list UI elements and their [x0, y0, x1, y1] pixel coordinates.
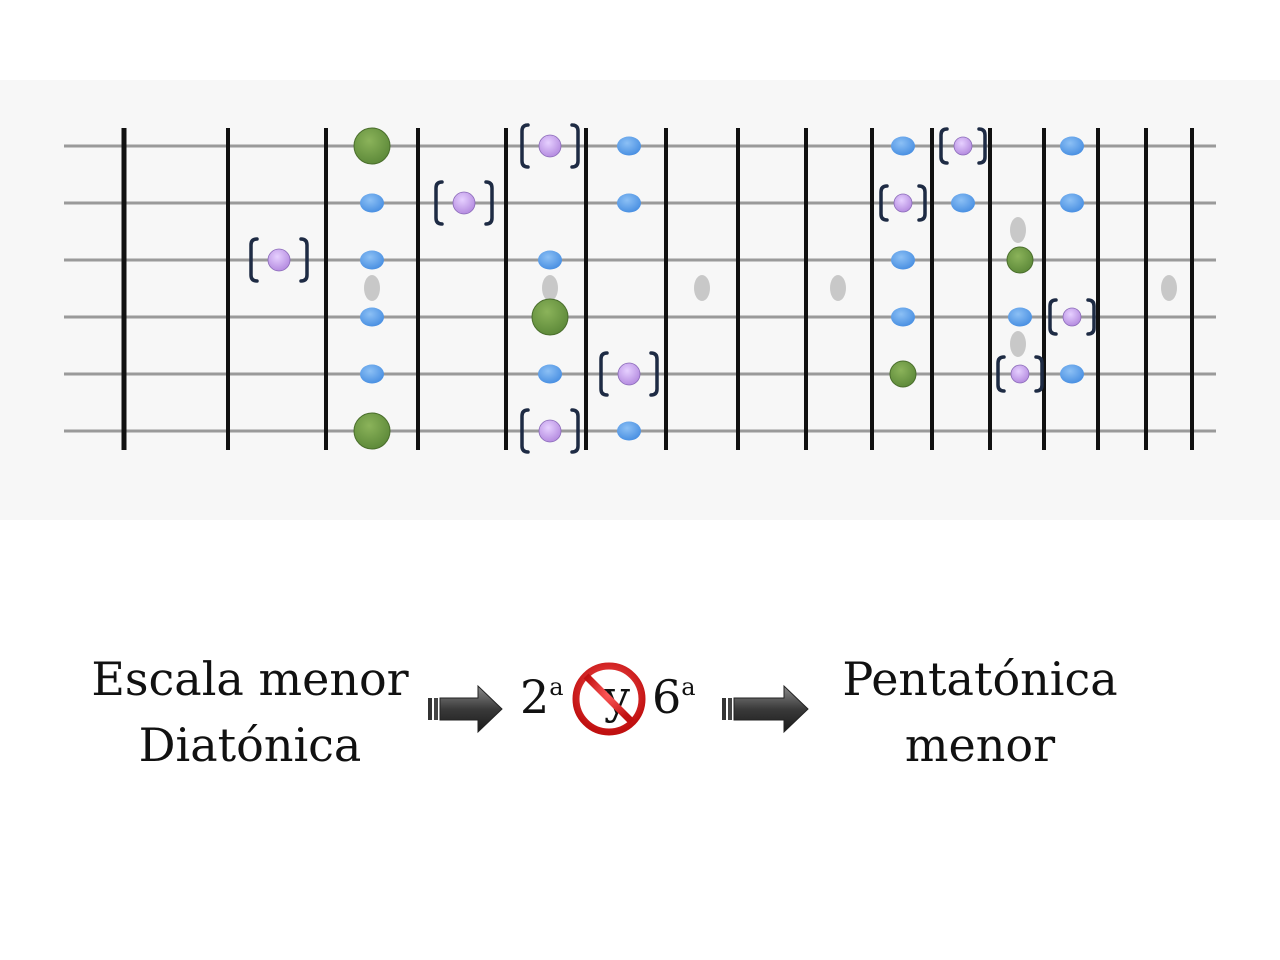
bracket-left	[434, 180, 444, 226]
bracket-right	[484, 180, 494, 226]
bracket-right	[570, 408, 580, 454]
bracket-right	[917, 184, 927, 222]
bracket-left	[520, 123, 530, 169]
bracket-right	[299, 237, 309, 283]
bracket-left	[520, 408, 530, 454]
root-note-dot	[1006, 246, 1034, 274]
scale-note-dot	[360, 364, 384, 384]
degree-sixth-ordinal: a	[681, 673, 696, 701]
caption-right-line1: Pentatónica	[842, 652, 1118, 706]
caption-left-line2: Diatónica	[138, 718, 362, 772]
bracket-left	[996, 355, 1006, 393]
caption-left-line1: Escala menor	[91, 652, 409, 706]
caption-right-line2: menor	[904, 718, 1056, 772]
no-symbol-icon	[572, 662, 646, 736]
inlay-dot	[364, 275, 380, 301]
scale-note-dot	[1060, 364, 1084, 384]
degree-sixth: 6a	[652, 670, 696, 724]
bracket-right	[977, 127, 987, 165]
removed-note-dot	[617, 362, 641, 386]
bracket-right	[570, 123, 580, 169]
scale-note-dot	[360, 250, 384, 270]
bracket-left	[1048, 298, 1058, 336]
root-note-dot	[889, 360, 917, 388]
degree-second-number: 2	[520, 670, 550, 724]
removed-note-dot	[1010, 364, 1030, 384]
degree-second-ordinal: a	[549, 673, 564, 701]
inlay-dot	[1010, 217, 1026, 243]
removed-note-dot	[267, 248, 291, 272]
scale-note-dot	[891, 136, 915, 156]
inlay-dot	[1010, 331, 1026, 357]
root-note-dot	[531, 298, 569, 336]
scale-note-dot	[951, 193, 975, 213]
removed-note-dot	[953, 136, 973, 156]
bracket-left	[939, 127, 949, 165]
removed-note-dot	[538, 419, 562, 443]
scale-note-dot	[360, 193, 384, 213]
scale-note-dot	[891, 307, 915, 327]
scale-note-dot	[360, 307, 384, 327]
bracket-right	[649, 351, 659, 397]
removed-degrees-label: 2a y 6a	[520, 662, 720, 750]
scale-note-dot	[1060, 136, 1084, 156]
inlay-dot	[830, 275, 846, 301]
inlay-dot	[542, 275, 558, 301]
removed-note-dot	[452, 191, 476, 215]
inlay-dot	[1161, 275, 1177, 301]
right-arrow-icon	[428, 684, 503, 734]
caption-escala-menor-diatonica: Escala menor Diatónica	[70, 646, 430, 778]
scale-note-dot	[617, 136, 641, 156]
degree-second: 2a	[520, 670, 564, 724]
bracket-right	[1086, 298, 1096, 336]
right-arrow-icon	[722, 684, 809, 734]
inlay-dot	[694, 275, 710, 301]
bracket-left	[879, 184, 889, 222]
bracket-left	[599, 351, 609, 397]
degree-sixth-number: 6	[652, 670, 682, 724]
scale-note-dot	[538, 250, 562, 270]
scale-note-dot	[1008, 307, 1032, 327]
scale-note-dot	[891, 250, 915, 270]
fretboard-panel	[0, 80, 1280, 520]
removed-note-dot	[893, 193, 913, 213]
scale-note-dot	[617, 193, 641, 213]
scale-note-dot	[617, 421, 641, 441]
bracket-right	[1034, 355, 1044, 393]
root-note-dot	[353, 127, 391, 165]
removed-note-dot	[538, 134, 562, 158]
root-note-dot	[353, 412, 391, 450]
scale-note-dot	[1060, 193, 1084, 213]
scale-note-dot	[538, 364, 562, 384]
caption-pentatonica-menor: Pentatónica menor	[820, 646, 1140, 778]
fretboard-diagram	[64, 123, 1216, 454]
removed-note-dot	[1062, 307, 1082, 327]
bracket-left	[249, 237, 259, 283]
